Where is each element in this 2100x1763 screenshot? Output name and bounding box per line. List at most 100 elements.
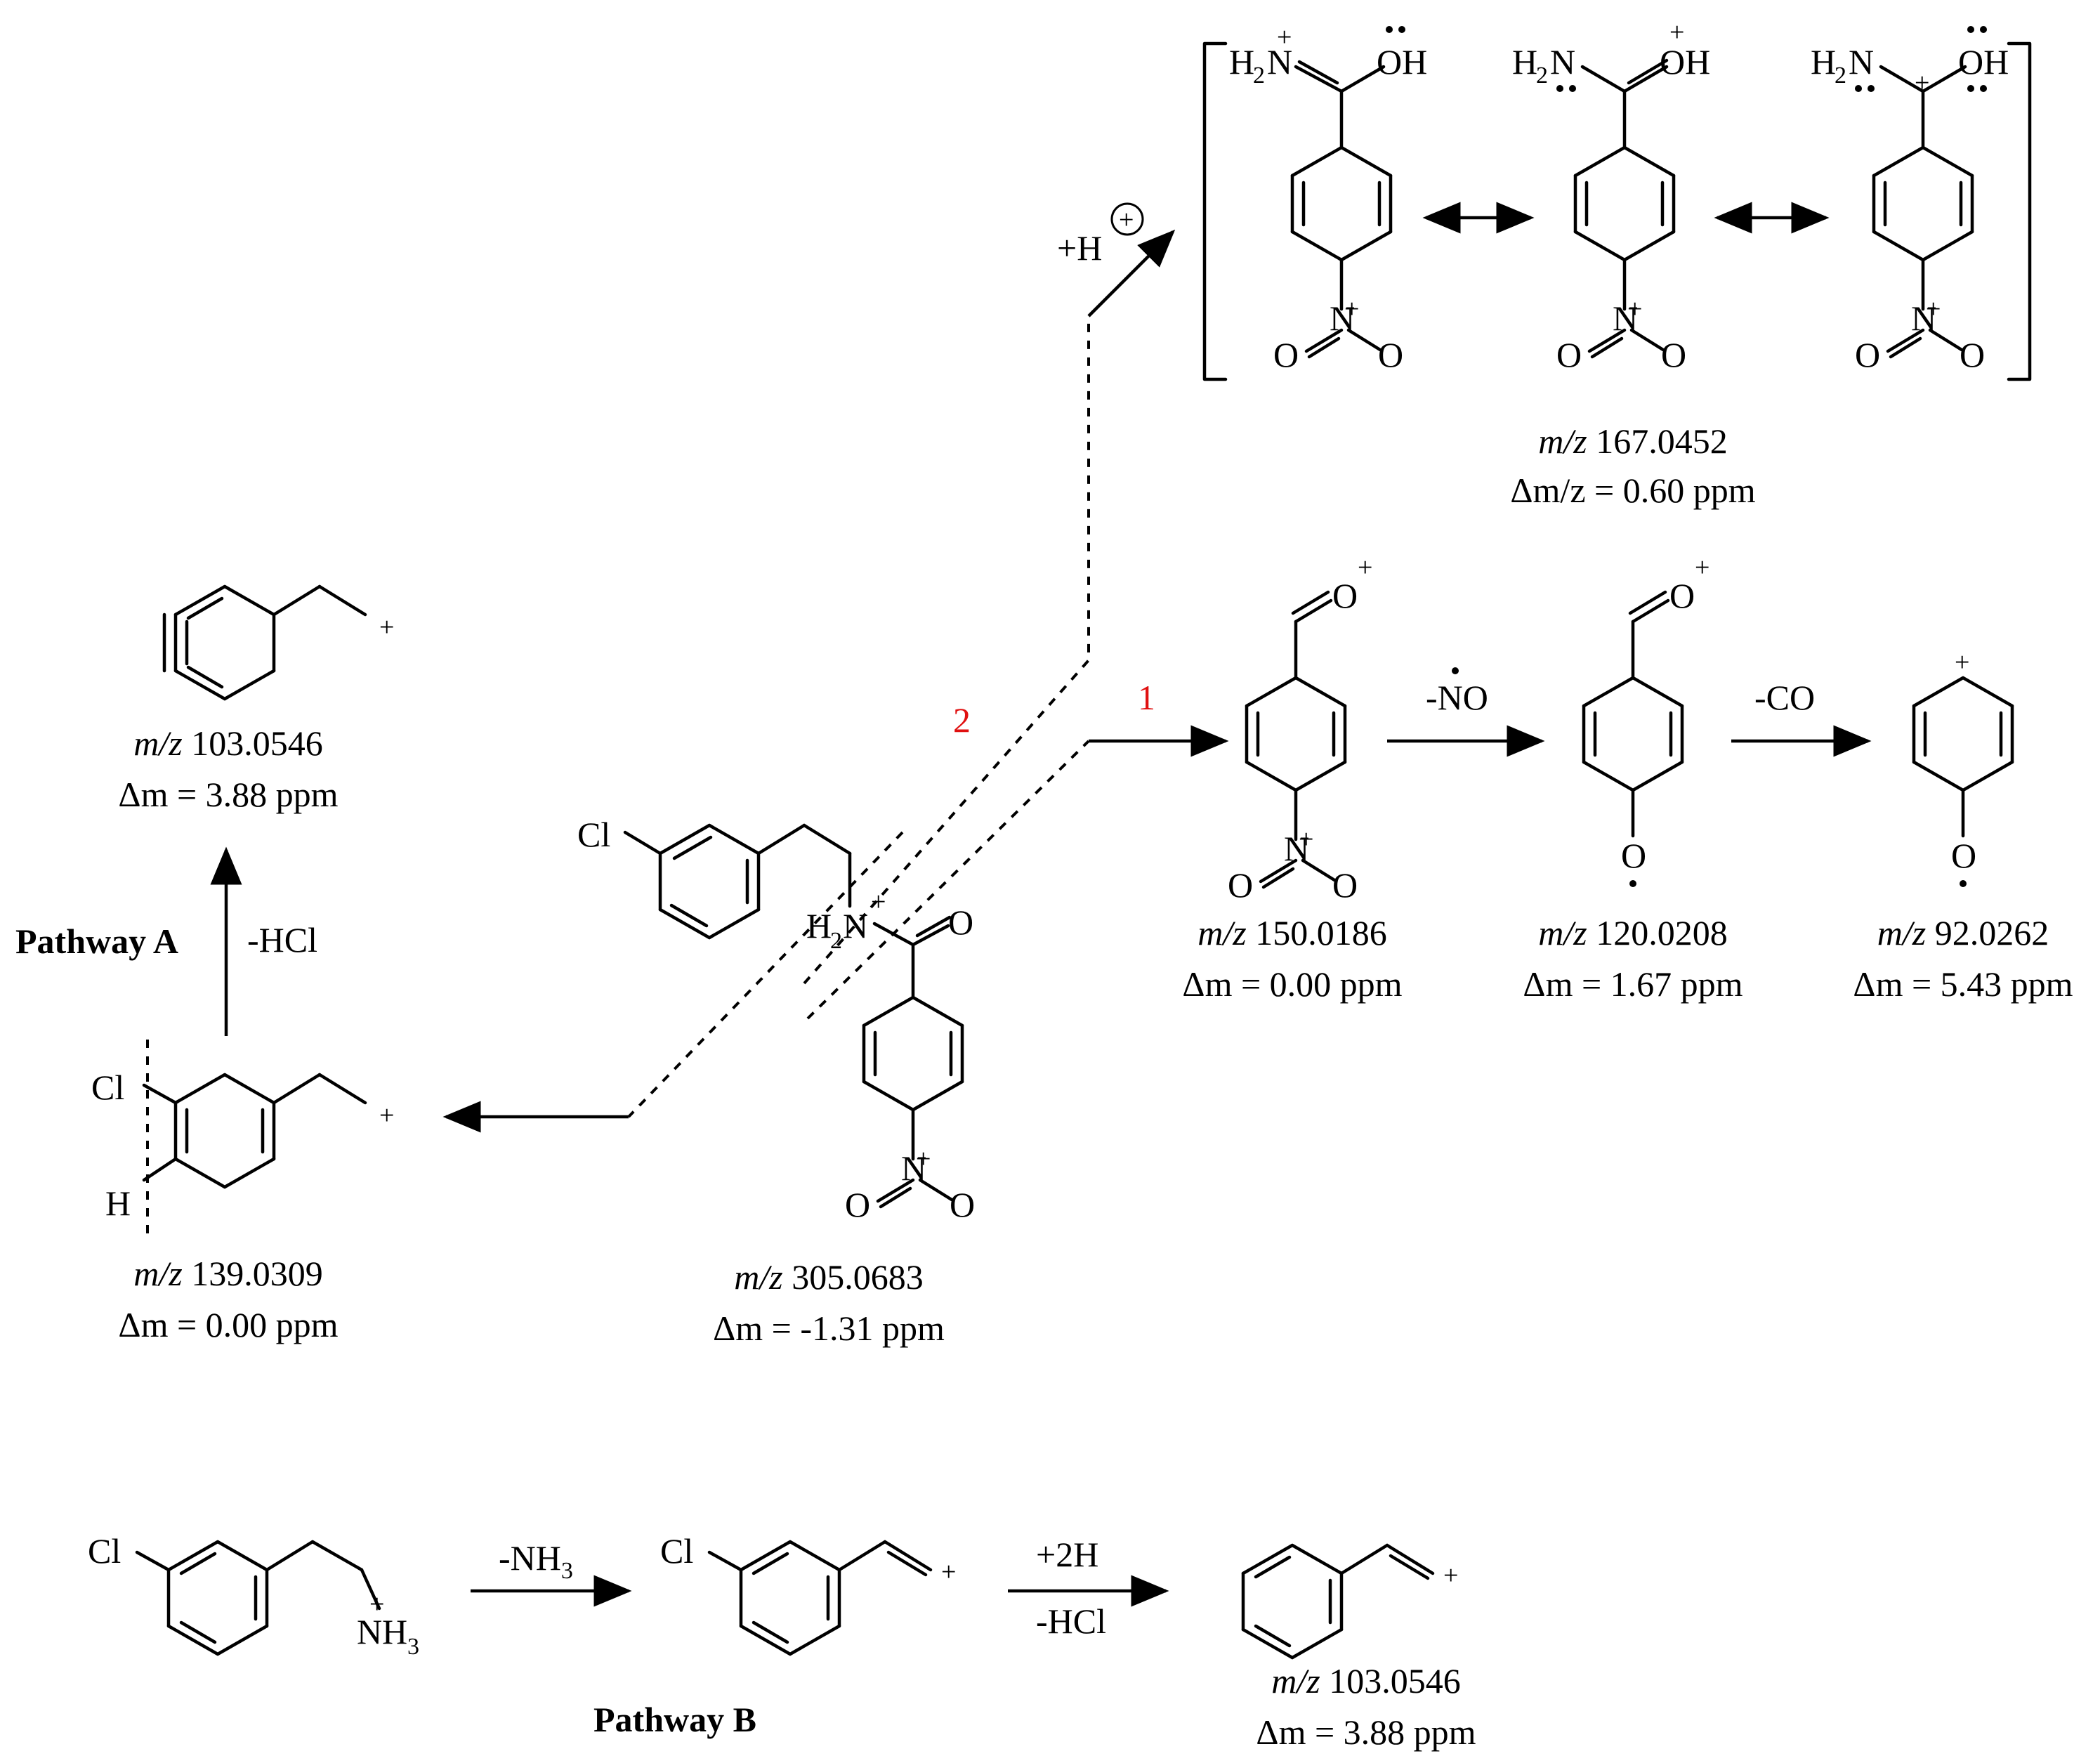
- svg-text:Δm = 3.88 ppm: Δm = 3.88 ppm: [118, 775, 338, 814]
- svg-text:m/z 103.0546: m/z 103.0546: [1271, 1661, 1460, 1700]
- pathway-a-label: Pathway A: [15, 922, 178, 961]
- atom-h: H: [806, 906, 832, 945]
- atom-n: N: [1849, 42, 1874, 81]
- atom-cl: Cl: [88, 1531, 121, 1571]
- atom-o: O: [1228, 865, 1253, 905]
- atom-cl: Cl: [91, 1068, 124, 1107]
- svg-text:Δm = 0.00 ppm: Δm = 0.00 ppm: [1182, 964, 1402, 1004]
- structure-m139: + Cl H: [91, 1040, 394, 1236]
- svg-text:m/z 103.0546: m/z 103.0546: [133, 723, 322, 763]
- atom-h: H: [1229, 42, 1254, 81]
- atom-o: O: [1621, 836, 1646, 875]
- svg-text:Δm = 5.43 ppm: Δm = 5.43 ppm: [1853, 964, 2073, 1004]
- atom-o: O: [845, 1185, 870, 1224]
- svg-text:m/z 167.0452: m/z 167.0452: [1538, 421, 1727, 461]
- structure-m103a: +: [162, 584, 394, 701]
- atom-cl: Cl: [660, 1531, 693, 1571]
- charge: +: [1627, 294, 1642, 324]
- charge: +: [1344, 294, 1359, 324]
- charge: +: [379, 1101, 394, 1130]
- structure-m120: O + O: [1582, 553, 1709, 887]
- caption-m103a: m/z 103.0546 Δm = 3.88 ppm: [118, 723, 338, 814]
- caption-m120: m/z 120.0208 Δm = 1.67 ppm: [1523, 913, 1743, 1004]
- resonance-structure-1: H 2 N + OH N + O O: [1229, 22, 1427, 374]
- subscript: 3: [407, 1634, 419, 1660]
- plus-2h-label: +2H: [1036, 1535, 1098, 1574]
- structure-m305: Cl H 2 N + O N + O O: [577, 815, 975, 1224]
- atom-oh: OH: [1958, 42, 2009, 81]
- atom-o: O: [1960, 335, 1985, 374]
- atom-n: N: [843, 906, 868, 945]
- protonation-arrow: [1087, 229, 1176, 317]
- atom-oh: OH: [1377, 42, 1427, 81]
- subscript: 2: [1835, 63, 1846, 89]
- resonance-bracket: [1202, 41, 2032, 381]
- subscript: 2: [1253, 63, 1265, 89]
- svg-text:m/z 92.0262: m/z 92.0262: [1877, 913, 2049, 952]
- caption-m92: m/z 92.0262 Δm = 5.43 ppm: [1853, 913, 2073, 1004]
- charge: +: [1915, 68, 1929, 98]
- atom-o: O: [1556, 335, 1582, 374]
- loss-hcl-label: -HCl: [247, 920, 317, 959]
- charge: +: [1926, 294, 1941, 324]
- atom-n: N: [901, 1148, 926, 1188]
- charge: +: [369, 1590, 384, 1619]
- charge: +: [1277, 22, 1292, 52]
- atom-n: N: [1550, 42, 1575, 81]
- atom-n: N: [1267, 42, 1292, 81]
- atom-o: O: [1273, 335, 1299, 374]
- atom-o: O: [948, 903, 973, 942]
- atom-o: O: [1661, 335, 1686, 374]
- svg-text:+H: +H: [1057, 228, 1102, 268]
- atom-oh: OH: [1660, 42, 1710, 81]
- atom-n: N: [357, 1612, 382, 1651]
- charge: +: [941, 1557, 956, 1587]
- atom-o: O: [1669, 576, 1695, 615]
- svg-text:m/z 139.0309: m/z 139.0309: [133, 1254, 322, 1293]
- structure-m92: + O: [1912, 648, 2014, 887]
- atom-n: N: [1284, 829, 1309, 868]
- atom-cl: Cl: [577, 815, 610, 854]
- charge: +: [1443, 1561, 1458, 1590]
- caption-m150: m/z 150.0186 Δm = 0.00 ppm: [1182, 913, 1402, 1004]
- charge: +: [1669, 18, 1684, 47]
- svg-text:m/z 120.0208: m/z 120.0208: [1538, 913, 1727, 952]
- structure-m150: O + N + O O: [1228, 553, 1372, 905]
- route-2-label: 2: [953, 700, 971, 740]
- svg-text:m/z 305.0683: m/z 305.0683: [734, 1257, 923, 1297]
- loss-hcl-b-label: -HCl: [1036, 1601, 1106, 1641]
- svg-text:Δm = 1.67 ppm: Δm = 1.67 ppm: [1523, 964, 1743, 1004]
- charge: +: [871, 887, 886, 917]
- charge: +: [1358, 553, 1372, 582]
- route-1-label: 1: [1138, 678, 1155, 717]
- atom-o: O: [1332, 865, 1358, 905]
- resonance-structure-3: H 2 N + OH N + O O: [1811, 26, 2009, 374]
- atom-n: N: [1613, 299, 1638, 338]
- atom-h: H: [1811, 42, 1836, 81]
- subscript: 2: [1536, 63, 1548, 89]
- atom-o: O: [1378, 335, 1403, 374]
- loss-nh3-label: -NH3: [499, 1538, 573, 1584]
- caption-m305: m/z 305.0683 Δm = -1.31 ppm: [713, 1257, 945, 1348]
- charge: +: [379, 612, 394, 642]
- pathway-b-label: Pathway B: [593, 1700, 756, 1739]
- atom-h: H: [1512, 42, 1537, 81]
- charge: +: [1695, 553, 1709, 582]
- atom-n: N: [1911, 299, 1936, 338]
- svg-text:Δm = 0.00 ppm: Δm = 0.00 ppm: [118, 1305, 338, 1344]
- caption-m139: m/z 139.0309 Δm = 0.00 ppm: [118, 1254, 338, 1344]
- svg-text:Δm = -1.31 ppm: Δm = -1.31 ppm: [713, 1309, 945, 1348]
- pathway-b-intermediate: Cl +: [660, 1531, 956, 1656]
- svg-text:m/z 150.0186: m/z 150.0186: [1197, 913, 1386, 952]
- atom-n: N: [1330, 299, 1355, 338]
- route-2-dashed-line: [803, 316, 1090, 985]
- atom-h: H: [105, 1184, 131, 1223]
- pathway-b-start: Cl N H 3 +: [88, 1531, 419, 1660]
- atom-h: H: [382, 1612, 407, 1651]
- charge: +: [1299, 825, 1313, 854]
- route-a-dashed-line: [627, 831, 904, 1118]
- subscript: 2: [830, 928, 842, 954]
- loss-no-label: -NO: [1426, 678, 1488, 717]
- atom-o: O: [1855, 335, 1880, 374]
